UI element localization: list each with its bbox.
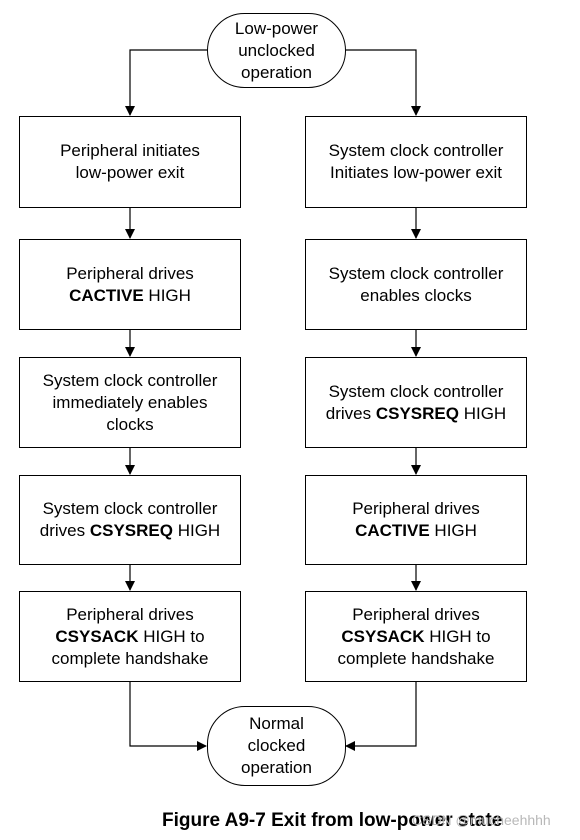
right-step-3-prefix: drives [325, 403, 376, 423]
right-step-4-suffix: HIGH [429, 521, 477, 540]
right-step-1-line-1: System clock controller [328, 141, 504, 160]
start-line-3: operation [241, 62, 312, 82]
left-step-5-suffix: HIGH to [138, 626, 205, 646]
end-line-3: operation [241, 758, 312, 777]
left-step-2-line-1: Peripheral drives [66, 263, 194, 283]
arrow-left-end [129, 682, 207, 751]
start-line-2: unclocked [238, 40, 315, 60]
right-step-3-line-2: drives CSYSREQ HIGH [326, 403, 506, 425]
left-step-1-line-1: Peripheral initiates [60, 141, 200, 160]
left-step-4-line-1: System clock controller [42, 499, 218, 518]
watermark: CSDN @mucheehhhh [412, 812, 551, 828]
signal-csysack: CSYSACK [55, 626, 139, 646]
right-step-4: Peripheral drives CACTIVE HIGH [305, 475, 527, 565]
start-line-1: Low-power [234, 18, 319, 38]
left-step-2-suffix: HIGH [143, 285, 191, 305]
right-step-3-suffix: HIGH [458, 403, 507, 423]
signal-cactive: CACTIVE [355, 521, 430, 540]
left-step-3-line-2: immediately enables [52, 392, 208, 412]
right-step-5-line-1: Peripheral drives [352, 604, 480, 624]
signal-csysack: CSYSACK [341, 626, 425, 646]
left-step-3: System clock controller immediately enab… [19, 357, 241, 448]
right-step-3-line-1: System clock controller [328, 381, 504, 401]
left-step-2-line-2: CACTIVE HIGH [66, 285, 194, 307]
right-step-1: System clock controller Initiates low-po… [305, 116, 527, 208]
end-terminal: Normal clocked operation [207, 706, 346, 786]
right-step-5-line-3: complete handshake [337, 648, 495, 668]
left-step-5: Peripheral drives CSYSACK HIGH to comple… [19, 591, 241, 682]
left-step-5-line-3: complete handshake [51, 648, 209, 668]
right-step-2-line-1: System clock controller [328, 263, 504, 283]
signal-cactive: CACTIVE [69, 285, 144, 305]
right-step-5-line-2: CSYSACK HIGH to [338, 626, 495, 648]
end-line-1: Normal [249, 714, 304, 733]
left-step-3-line-3: clocks [106, 414, 154, 434]
right-step-4-line-1: Peripheral drives [352, 499, 480, 518]
left-step-1: Peripheral initiates low-power exit [19, 116, 241, 208]
arrow-start-right [346, 49, 421, 116]
left-step-5-line-2: CSYSACK HIGH to [52, 626, 209, 648]
start-terminal: Low-power unclocked operation [207, 13, 346, 88]
left-step-4: System clock controller drives CSYSREQ H… [19, 475, 241, 565]
left-step-4-line-2: drives CSYSREQ HIGH [40, 520, 220, 542]
left-step-1-line-2: low-power exit [75, 163, 185, 182]
left-step-4-suffix: HIGH [172, 521, 221, 540]
right-step-5-suffix: HIGH to [424, 626, 491, 646]
right-step-3: System clock controller drives CSYSREQ H… [305, 357, 527, 448]
right-step-2: System clock controller enables clocks [305, 239, 527, 330]
arrow-start-left [125, 49, 207, 116]
left-step-5-line-1: Peripheral drives [66, 604, 194, 624]
right-step-4-line-2: CACTIVE HIGH [352, 520, 480, 542]
right-step-2-line-2: enables clocks [360, 285, 472, 305]
right-step-5: Peripheral drives CSYSACK HIGH to comple… [305, 591, 527, 682]
left-step-3-line-1: System clock controller [42, 370, 218, 390]
right-step-1-line-2: Initiates low-power exit [330, 163, 502, 182]
arrow-right-end [345, 682, 417, 751]
figure-caption: Figure A9-7 Exit from low-power state [162, 810, 503, 831]
left-step-4-prefix: drives [39, 521, 90, 540]
signal-csysreq: CSYSREQ [89, 521, 173, 540]
left-step-2: Peripheral drives CACTIVE HIGH [19, 239, 241, 330]
end-line-2: clocked [247, 736, 306, 755]
signal-csysreq: CSYSREQ [375, 403, 459, 423]
